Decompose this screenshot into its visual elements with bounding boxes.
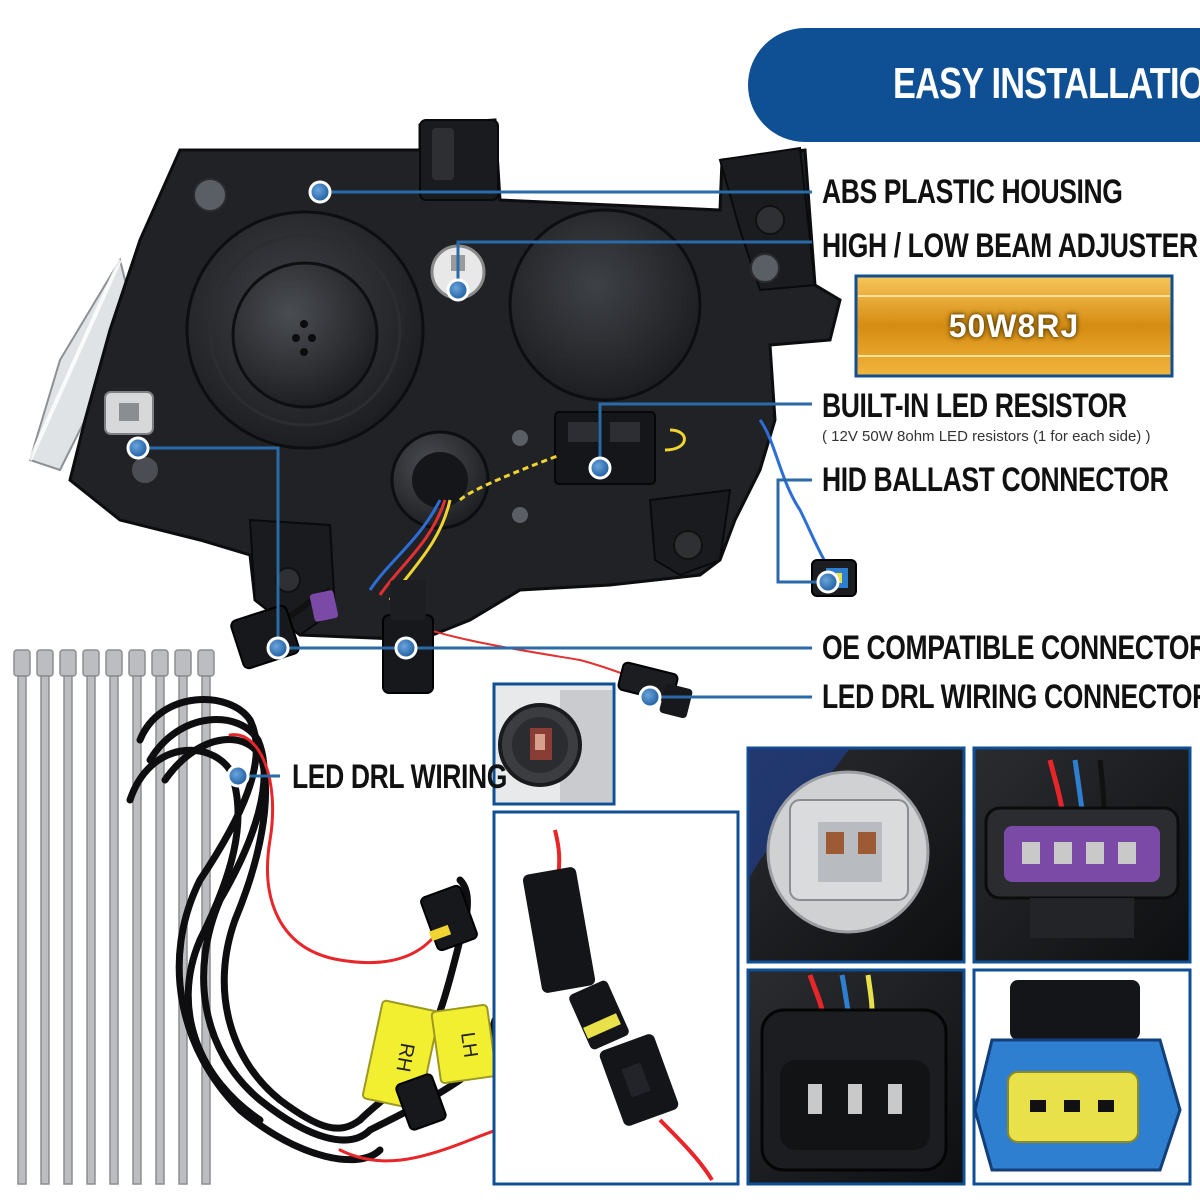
- callout-markers: [126, 180, 840, 788]
- resistor-part-code: 50W8RJ: [948, 307, 1080, 344]
- dot-marker-icon: [394, 636, 418, 660]
- callout-resistor: BUILT-IN LED RESISTOR: [822, 387, 1127, 425]
- resistor-image: [854, 274, 1174, 378]
- dot-marker-icon: [816, 570, 840, 594]
- dot-marker-icon: [126, 436, 150, 460]
- callout-drl-wiring: LED DRL WIRING: [292, 758, 508, 796]
- inset-drl-connector-end: [492, 682, 616, 806]
- harness-tag-lh: LH: [456, 1031, 481, 1059]
- harness-tag-rh: RH: [391, 1041, 418, 1073]
- inset-black-3pin-connector: [746, 968, 966, 1186]
- inset-purple-connector: [972, 746, 1192, 964]
- dot-marker-icon: [266, 636, 290, 660]
- headlight-housing: [28, 118, 842, 642]
- oe-connector-black-plug: [382, 580, 434, 694]
- callout-beam-adjuster: HIGH / LOW BEAM ADJUSTER: [822, 227, 1198, 265]
- callout-housing: ABS PLASTIC HOUSING: [822, 173, 1123, 211]
- callout-resistor-note: ( 12V 50W 8ohm LED resistors (1 for each…: [822, 428, 1151, 445]
- title-banner: [748, 28, 1200, 142]
- callout-leaders: [138, 190, 828, 778]
- inset-inline-drl-connector: [492, 810, 740, 1186]
- dot-marker-icon: [446, 278, 470, 302]
- dot-marker-icon: [226, 764, 250, 788]
- dot-marker-icon: [638, 685, 662, 709]
- dot-marker-icon: [308, 180, 332, 204]
- callout-hid-ballast: HID BALLAST CONNECTOR: [822, 461, 1169, 499]
- inset-white-oe-connector: [746, 746, 966, 964]
- callout-oe-connectors: OE COMPATIBLE CONNECTORS: [822, 629, 1200, 667]
- inset-blue-yellow-connector: [972, 968, 1192, 1186]
- banner-title: EASY INSTALLATION: [893, 59, 1200, 108]
- callout-drl-connector: LED DRL WIRING CONNECTOR: [822, 678, 1200, 716]
- drl-connector-plug: [617, 661, 693, 719]
- oe-connector-white: [104, 391, 154, 435]
- dot-marker-icon: [588, 456, 612, 480]
- drl-wiring-harness: [126, 696, 642, 1164]
